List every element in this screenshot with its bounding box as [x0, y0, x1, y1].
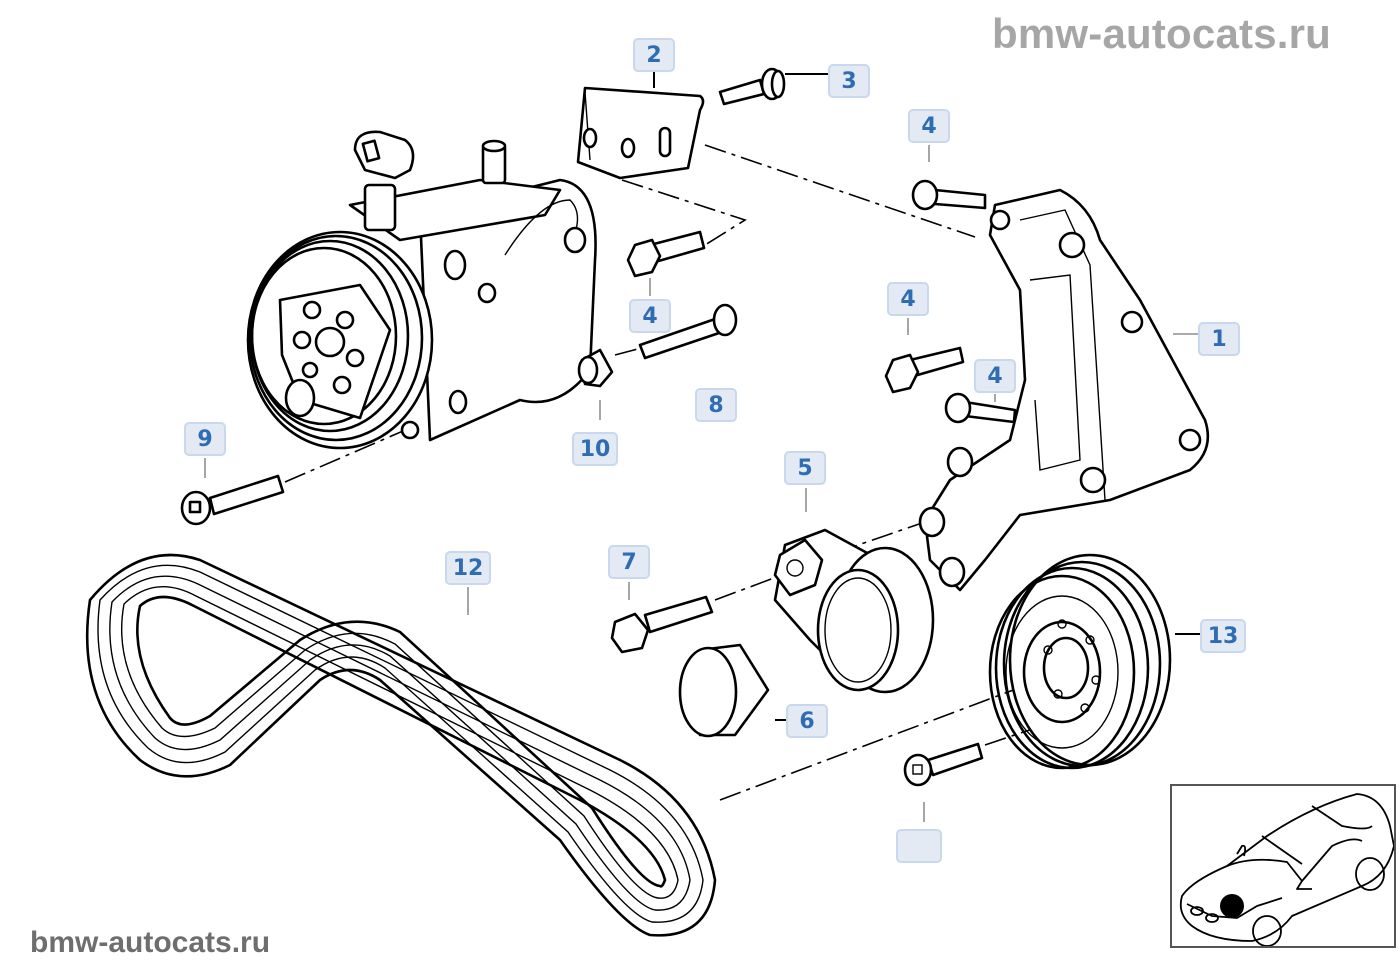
bolt-4-middle	[884, 346, 965, 394]
callout-5[interactable]: 5	[784, 451, 826, 485]
bolt-4-lower	[944, 392, 1017, 424]
support-plate-part	[576, 86, 705, 180]
ac-compressor-part	[246, 130, 597, 450]
callout-12[interactable]: 13	[1200, 619, 1246, 653]
bolt-4-top	[911, 179, 987, 211]
callout-13[interactable]	[896, 829, 942, 863]
callout-4-compressor[interactable]: 4	[629, 299, 671, 333]
bolt-4-compressor	[626, 230, 706, 278]
callout-2[interactable]: 2	[633, 38, 675, 72]
cap-6-part	[678, 643, 770, 738]
spacer-10-part	[577, 348, 614, 388]
car-locator-thumbnail	[1170, 784, 1396, 948]
callout-3[interactable]: 3	[828, 64, 870, 98]
callout-1[interactable]: 1	[1198, 322, 1240, 356]
callout-9[interactable]: 9	[184, 422, 226, 456]
axis-bolt9	[284, 427, 411, 483]
bolt-8-part	[638, 303, 738, 360]
axis-bracket-top	[704, 144, 976, 238]
car-locator-icon	[1179, 793, 1395, 947]
watermark-bottom: bmw-autocats.ru	[30, 926, 271, 959]
callout-7[interactable]: 7	[608, 545, 650, 579]
bolt-3-part	[718, 67, 786, 106]
bolt-9-part	[180, 474, 285, 526]
bolt-13-part	[903, 742, 984, 787]
callout-4-middle[interactable]: 4	[887, 282, 929, 316]
callout-8[interactable]: 8	[695, 388, 737, 422]
axis-tensioner	[799, 521, 926, 566]
callout-4-lower[interactable]: 4	[974, 359, 1016, 393]
axis-plate-lower	[621, 179, 747, 246]
callout-6[interactable]: 6	[786, 704, 828, 738]
callout-4-top[interactable]: 4	[908, 109, 950, 143]
callout-10[interactable]: 10	[572, 432, 618, 466]
belt-11-part	[85, 553, 717, 937]
callout-11[interactable]: 12	[445, 551, 491, 585]
watermark-top: bmw-autocats.ru	[992, 10, 1332, 57]
bolt-7-part	[610, 595, 714, 654]
bracket-part	[918, 188, 1210, 592]
pulley-12-part	[988, 553, 1172, 770]
engine-location-marker	[1220, 894, 1244, 918]
leader-lines	[204, 72, 1200, 822]
tensioner-part	[773, 528, 935, 694]
